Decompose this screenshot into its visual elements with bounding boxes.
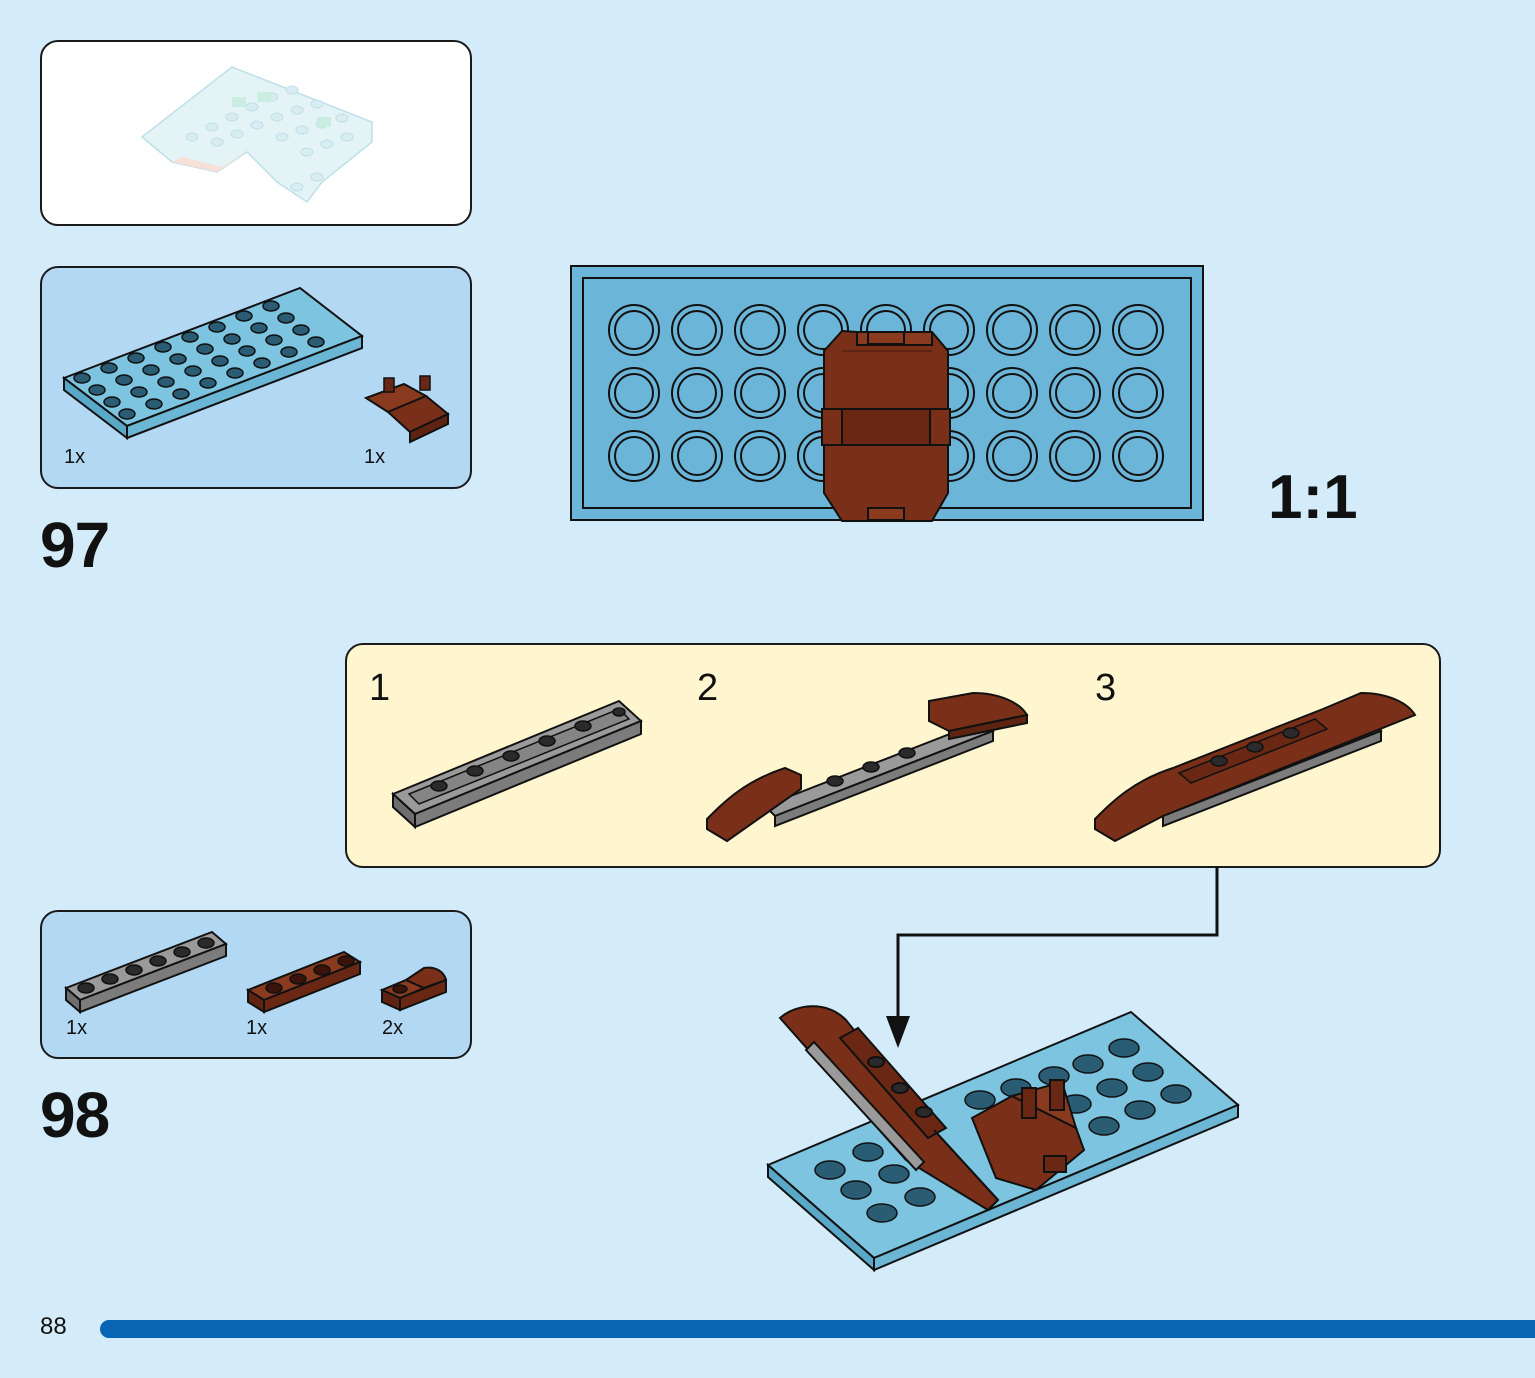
- part-quantity: 1x: [364, 446, 386, 468]
- part-quantity: 1x: [66, 1017, 88, 1039]
- brown-hinge-part-icon: [363, 375, 450, 444]
- substep-number: 2: [697, 667, 719, 709]
- part-quantity: 1x: [246, 1017, 268, 1039]
- step-number: 97: [40, 509, 110, 581]
- blue-plate-part-icon: [61, 286, 365, 441]
- parts-list-step-97: 1x 1x: [40, 266, 472, 489]
- substep-number: 3: [1095, 667, 1117, 709]
- brown-hinge-top-view: [821, 329, 951, 522]
- substep-1-grey-plate: [391, 699, 643, 830]
- scale-label: 1:1: [1268, 463, 1358, 532]
- substep-2-partial-assembly: [706, 691, 1029, 843]
- parts-list-step-98: 1x 1x 2x: [40, 910, 472, 1059]
- assembly-arrow-icon: [886, 866, 1219, 1048]
- part-quantity: 2x: [382, 1017, 404, 1039]
- step-number: 98: [40, 1079, 110, 1151]
- brown-slope-part-icon: [379, 966, 448, 1012]
- scale-1-1-diagram: [570, 265, 1204, 522]
- ghost-model-preview: [140, 66, 373, 204]
- brown-plate-part-icon: [245, 950, 363, 1014]
- substep-number: 1: [369, 667, 391, 709]
- model-preview-panel: [40, 40, 472, 226]
- part-quantity: 1x: [64, 446, 86, 468]
- substep-3-completed-subassembly: [1094, 691, 1417, 843]
- subassembly-panel: 1 2 3: [345, 643, 1441, 868]
- page-progress-bar: [100, 1320, 1535, 1338]
- step-98-assembly-illustration: [766, 1005, 1240, 1273]
- page-number: 88: [40, 1313, 67, 1340]
- grey-plate-part-icon: [64, 930, 228, 1015]
